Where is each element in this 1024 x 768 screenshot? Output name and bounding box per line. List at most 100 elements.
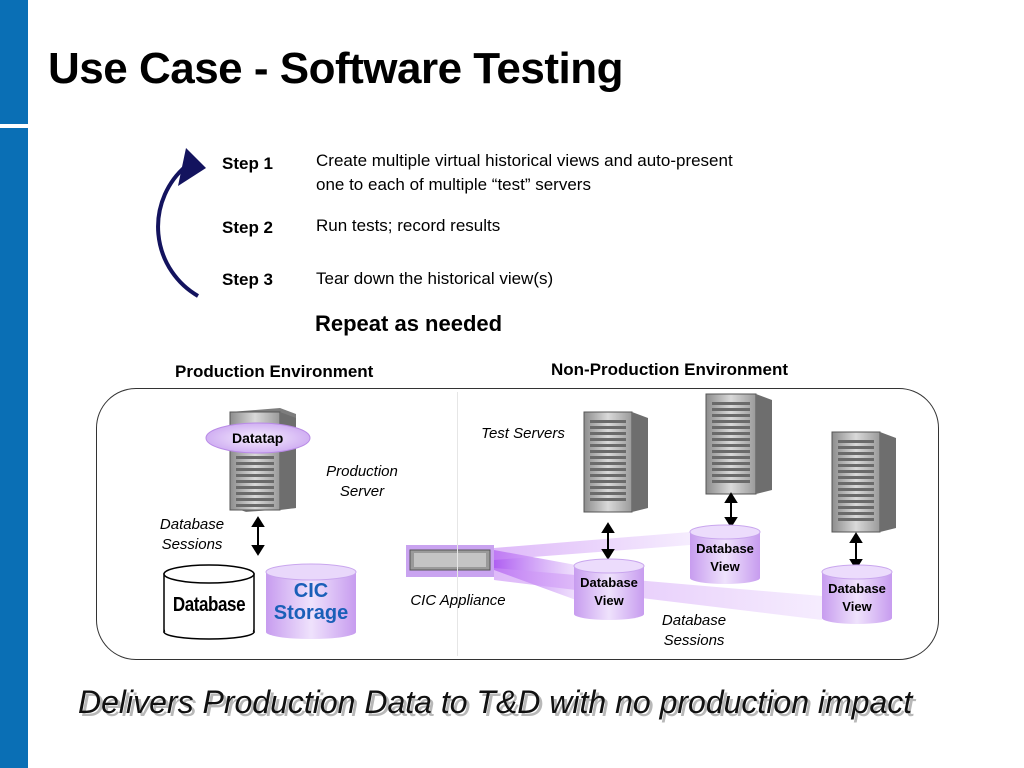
drive-bay-slot bbox=[838, 464, 874, 467]
database-view-label-3: Database View bbox=[822, 580, 892, 616]
drive-bay-slot bbox=[838, 500, 874, 503]
drive-bay-slot bbox=[838, 458, 874, 461]
database-view-label-3-line1: Database bbox=[828, 581, 886, 596]
production-server-label: Production Server bbox=[312, 462, 412, 502]
database-view-label-1-line1: Database bbox=[580, 575, 638, 590]
drive-bay-slot bbox=[236, 462, 274, 465]
drive-bay-slot bbox=[236, 468, 274, 471]
drive-bay-slot bbox=[712, 426, 750, 429]
drive-bay-slot bbox=[236, 504, 274, 507]
drive-bay-slot bbox=[712, 432, 750, 435]
drive-bay-slot bbox=[712, 462, 750, 465]
drive-bay-slot bbox=[712, 456, 750, 459]
cic-appliance-label: CIC Appliance bbox=[410, 592, 506, 609]
drive-bay-slot bbox=[838, 488, 874, 491]
cic-storage-label: CIC Storage bbox=[266, 580, 356, 624]
database-label: Database bbox=[172, 594, 246, 616]
drive-bay-slot bbox=[590, 444, 626, 447]
drive-bay-slot bbox=[712, 480, 750, 483]
database-view-label-1-line2: View bbox=[594, 593, 624, 608]
drive-bay-slot bbox=[712, 450, 750, 453]
test-session-arrow-2 bbox=[724, 492, 738, 528]
repeat-arrow bbox=[156, 164, 200, 298]
drive-bay-slot bbox=[236, 486, 274, 489]
database-view-cylinder-3 bbox=[821, 564, 893, 624]
database-view-label-2-line1: Database bbox=[696, 541, 754, 556]
drive-bay-slot bbox=[590, 474, 626, 477]
drive-bay-slot bbox=[590, 462, 626, 465]
step-3-text: Tear down the historical view(s) bbox=[316, 269, 554, 288]
drive-bay-slot bbox=[838, 470, 874, 473]
test-session-arrow-1 bbox=[601, 522, 615, 560]
drive-bay-slot bbox=[838, 452, 874, 455]
step-1-text: Create multiple virtual historical views… bbox=[316, 149, 816, 197]
drive-bay-slot bbox=[838, 506, 874, 509]
accent-sidebar bbox=[0, 0, 28, 768]
environment-divider bbox=[457, 392, 458, 656]
drive-bay-slot bbox=[590, 456, 626, 459]
drive-bay-slot bbox=[590, 498, 626, 501]
drive-bay-slot bbox=[712, 474, 750, 477]
environment-panel bbox=[96, 388, 939, 660]
database-view-label-2-line2: View bbox=[710, 559, 740, 574]
drive-bay-slot bbox=[590, 426, 626, 429]
database-view-cylinder-1 bbox=[573, 558, 645, 620]
drive-bay-slot bbox=[838, 518, 874, 521]
production-sessions-label: Database Sessions bbox=[142, 515, 242, 555]
drive-bay-slot bbox=[838, 476, 874, 479]
drive-bay-slot bbox=[712, 408, 750, 411]
drive-bay-slot bbox=[590, 438, 626, 441]
test-session-arrow-3 bbox=[849, 532, 863, 570]
step-1-text-line2: one to each of multiple “test” servers bbox=[316, 175, 591, 194]
drive-bay-slot bbox=[236, 480, 274, 483]
footer-tagline: Delivers Production Data to T&D with no … bbox=[78, 684, 913, 720]
database-view-label-3-line2: View bbox=[842, 599, 872, 614]
drive-bay-slot bbox=[838, 512, 874, 515]
drive-bay-slot bbox=[590, 432, 626, 435]
session-beam-2 bbox=[494, 532, 690, 560]
drive-bay-slot bbox=[712, 438, 750, 441]
slide-title: Use Case - Software Testing bbox=[48, 44, 623, 93]
drive-bay-slot bbox=[236, 492, 274, 495]
repeat-arrowhead bbox=[178, 148, 206, 186]
datatap-badge bbox=[205, 422, 311, 454]
drive-bay-slot bbox=[236, 474, 274, 477]
drive-bay-slot bbox=[838, 440, 874, 443]
cic-storage-label-line1: CIC bbox=[293, 580, 329, 602]
drive-bay-slot bbox=[712, 420, 750, 423]
test-server-slots bbox=[590, 402, 874, 521]
drive-bay-slot bbox=[590, 468, 626, 471]
step-2-text: Run tests; record results bbox=[316, 216, 501, 235]
production-sessions-label-line1: Database bbox=[159, 516, 225, 533]
step-2-label: Step 2 bbox=[222, 218, 274, 237]
cic-storage-cylinder-icon bbox=[265, 563, 357, 639]
test-servers-label: Test Servers bbox=[481, 425, 565, 442]
drive-bay-slot bbox=[712, 444, 750, 447]
drive-bay-slot bbox=[236, 498, 274, 501]
nonproduction-heading: Non-Production Environment bbox=[551, 360, 789, 379]
production-sessions-label-line2: Sessions bbox=[161, 536, 223, 553]
drive-bay-slot bbox=[838, 482, 874, 485]
repeat-note: Repeat as needed bbox=[315, 311, 503, 336]
sidebar-divider bbox=[0, 124, 28, 128]
drive-bay-slot bbox=[712, 414, 750, 417]
drive-bay-slot bbox=[590, 450, 626, 453]
step-1-text-line1: Create multiple virtual historical views… bbox=[316, 151, 733, 170]
drive-bay-slot bbox=[712, 468, 750, 471]
database-view-label-1: Database View bbox=[574, 574, 644, 610]
drive-bay-slot bbox=[236, 456, 274, 459]
database-cylinder-icon bbox=[163, 564, 255, 640]
drive-bay-slot bbox=[590, 486, 626, 489]
test-sessions-label-line1: Database bbox=[661, 612, 727, 629]
datatap-label: Datatap bbox=[232, 430, 284, 446]
production-server-label-line2: Server bbox=[339, 483, 385, 500]
drive-bay-slot bbox=[590, 420, 626, 423]
test-sessions-label-line2: Sessions bbox=[663, 632, 725, 649]
drive-bay-slot bbox=[838, 494, 874, 497]
drive-bay-slot bbox=[712, 402, 750, 405]
production-server-slots bbox=[236, 456, 274, 507]
drive-bay-slot bbox=[590, 480, 626, 483]
drive-bay-slot bbox=[838, 446, 874, 449]
database-view-label-2: Database View bbox=[690, 540, 760, 576]
